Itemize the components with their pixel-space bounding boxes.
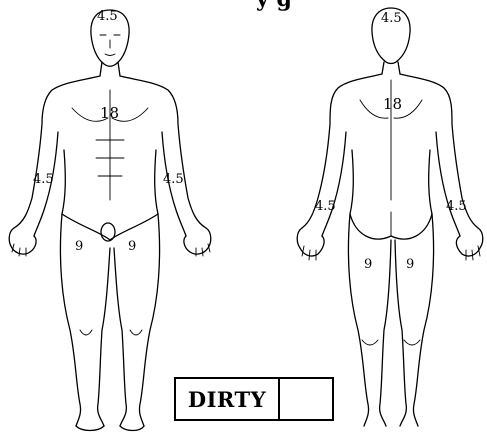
label-back-right-arm: 4.5 [446,200,467,213]
label-back-right-leg: 9 [406,258,414,271]
front-figure [9,10,211,431]
label-back-left-arm: 4.5 [315,200,336,213]
label-front-head: 4.5 [97,10,118,23]
dirty-label: DIRTY [176,379,280,419]
label-back-left-leg: 9 [364,258,372,271]
front-left-hand [9,228,36,254]
front-groin [62,214,158,240]
dirty-empty-cell [280,379,332,419]
label-back-trunk: 18 [383,97,402,112]
front-right-hand [184,228,211,254]
back-left-hand [297,228,324,256]
label-front-left-arm: 4.5 [33,173,54,186]
label-front-left-leg: 9 [75,240,83,253]
dirty-status-box: DIRTY [174,377,334,421]
label-front-right-arm: 4.5 [163,173,184,186]
label-front-right-leg: 9 [128,240,136,253]
back-figure [297,8,483,426]
label-back-head: 4.5 [381,12,402,25]
label-front-trunk: 18 [100,106,119,121]
back-legs [348,214,433,426]
